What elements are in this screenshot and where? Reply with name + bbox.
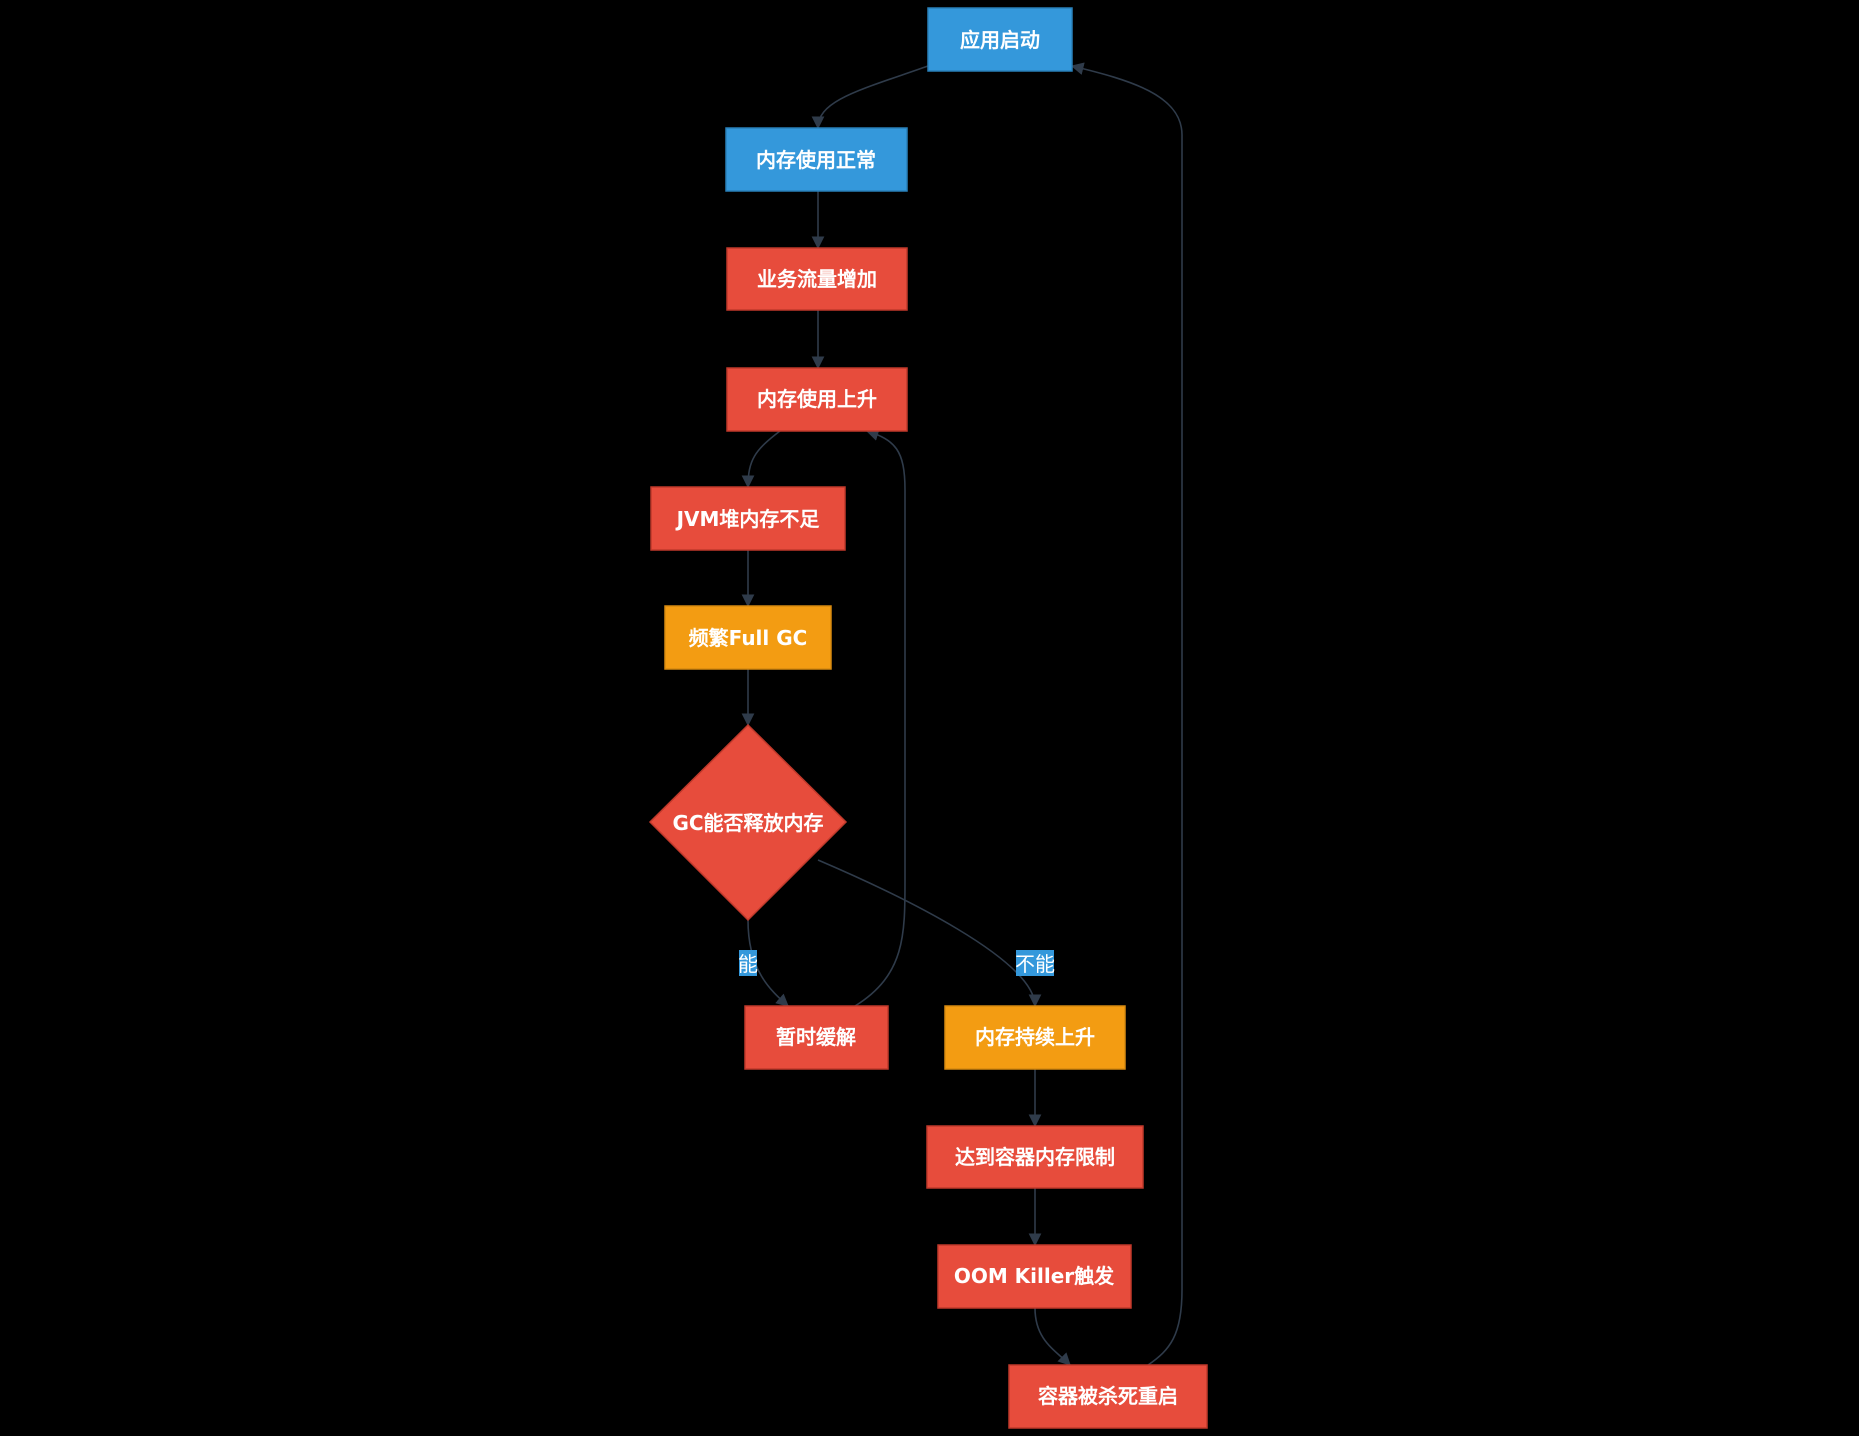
svg-text:达到容器内存限制: 达到容器内存限制 — [955, 1145, 1115, 1169]
edge-start-to-normal — [811, 65, 929, 130]
node-container-restart[interactable]: 容器被杀死重启 — [1008, 1364, 1208, 1429]
svg-text:频繁Full GC: 频繁Full GC — [689, 626, 808, 650]
svg-text:应用启动: 应用启动 — [960, 28, 1040, 52]
node-container-limit-reached[interactable]: 达到容器内存限制 — [926, 1125, 1144, 1189]
edge-restart-to-start — [1070, 62, 1183, 1366]
node-memory-normal[interactable]: 内存使用正常 — [725, 127, 908, 192]
svg-text:暂时缓解: 暂时缓解 — [776, 1025, 856, 1049]
svg-text:GC能否释放内存: GC能否释放内存 — [672, 811, 823, 835]
node-gc-decision[interactable]: GC能否释放内存 — [648, 723, 848, 922]
edge-decision-to-relief — [747, 919, 789, 1007]
edge-oom-to-restart — [1034, 1307, 1071, 1366]
node-temporary-relief[interactable]: 暂时缓解 — [744, 1005, 889, 1070]
node-jvm-heap-insufficient[interactable]: JVM堆内存不足 — [650, 486, 846, 551]
svg-text:内存使用上升: 内存使用上升 — [757, 387, 877, 411]
svg-text:业务流量增加: 业务流量增加 — [757, 267, 877, 291]
node-oom-killer[interactable]: OOM Killer触发 — [937, 1244, 1132, 1309]
svg-text:能: 能 — [738, 952, 758, 976]
edge-label-no: 不能 — [1015, 950, 1055, 976]
svg-text:容器被杀死重启: 容器被杀死重启 — [1038, 1384, 1178, 1408]
edges — [741, 62, 1183, 1366]
edge-relief-to-rise — [854, 428, 906, 1007]
svg-text:内存使用正常: 内存使用正常 — [756, 148, 876, 172]
node-traffic-increase[interactable]: 业务流量增加 — [726, 247, 908, 311]
node-frequent-full-gc[interactable]: 频繁Full GC — [664, 605, 832, 670]
svg-text:OOM Killer触发: OOM Killer触发 — [954, 1264, 1115, 1288]
edge-decision-to-keeprise — [817, 859, 1042, 1008]
edge-label-yes: 能 — [738, 950, 758, 976]
node-memory-keep-rising[interactable]: 内存持续上升 — [944, 1005, 1126, 1070]
edge-rise-to-heap — [741, 430, 781, 489]
svg-text:不能: 不能 — [1015, 952, 1055, 976]
node-memory-rise[interactable]: 内存使用上升 — [726, 367, 908, 432]
svg-text:内存持续上升: 内存持续上升 — [975, 1025, 1095, 1049]
svg-text:JVM堆内存不足: JVM堆内存不足 — [675, 507, 821, 531]
node-app-start[interactable]: 应用启动 — [927, 7, 1073, 72]
